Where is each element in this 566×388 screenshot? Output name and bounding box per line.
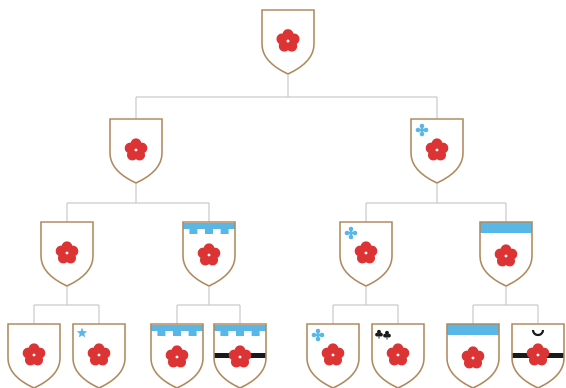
label-mark xyxy=(214,325,266,336)
shield-g3-b xyxy=(73,324,125,388)
label-mark xyxy=(151,325,203,336)
shield-g3-a xyxy=(8,324,60,388)
shield-g1-first xyxy=(110,119,162,183)
shield-g2-second-second xyxy=(480,222,532,286)
shield-g3-d xyxy=(214,324,266,388)
shield-root xyxy=(262,10,314,74)
shield-g2-second-first xyxy=(340,222,392,286)
label-mark xyxy=(183,223,235,234)
shield-g3-c xyxy=(151,324,203,388)
shield-g3-e xyxy=(307,324,359,388)
shield-g3-h xyxy=(512,324,564,388)
connector-lines xyxy=(34,75,538,324)
shield-g2-first-second xyxy=(183,222,235,286)
shield-g3-f xyxy=(372,324,424,388)
shield-g1-second xyxy=(411,119,463,183)
chief-mark xyxy=(447,324,499,335)
shield-g3-g xyxy=(447,324,499,388)
shield-g2-first-first xyxy=(41,222,93,286)
chief-mark xyxy=(480,222,532,233)
